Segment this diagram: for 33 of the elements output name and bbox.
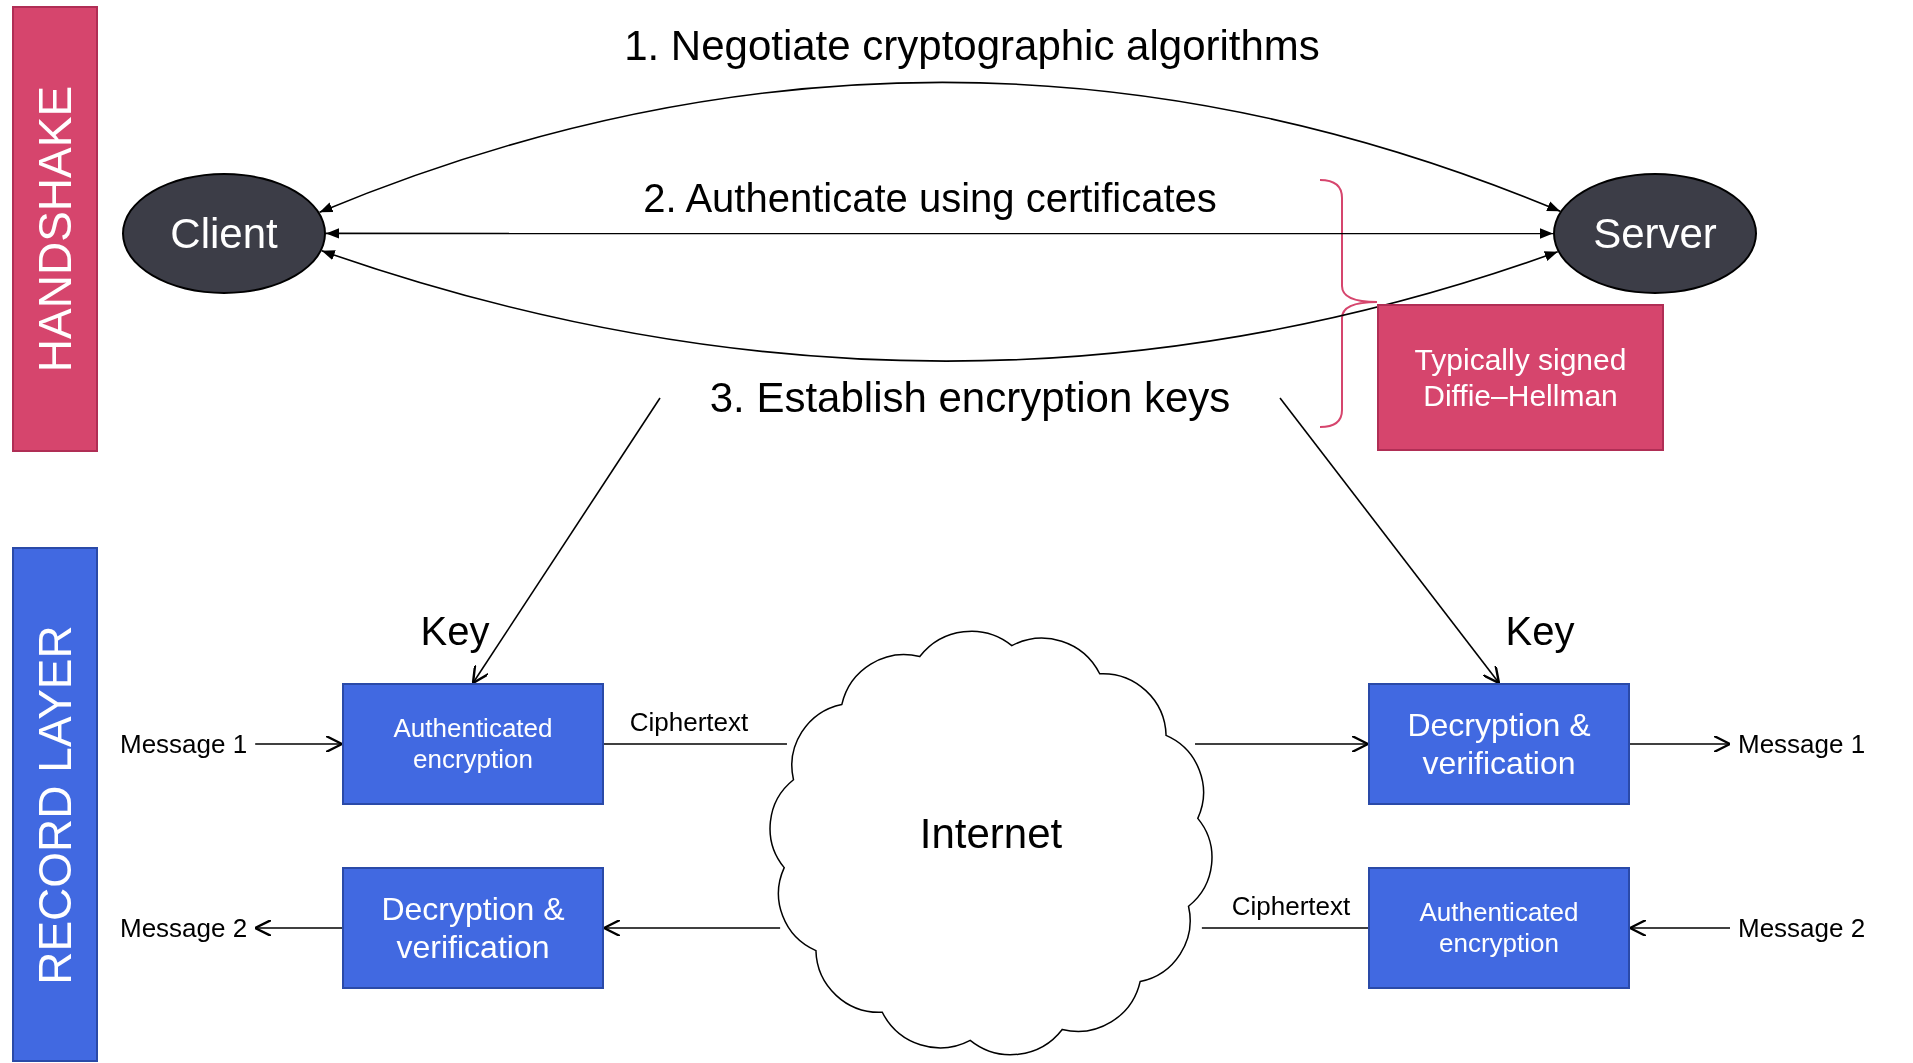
process-label: Authenticated encryption	[392, 712, 554, 776]
section-band	[12, 547, 98, 1062]
process-label: Decryption & verification	[380, 889, 566, 967]
endpoint-label: Client	[170, 209, 278, 258]
key-label: Key	[420, 608, 490, 654]
connector-line	[603, 743, 788, 745]
note-text: Typically signed Diffie–Hellman	[1413, 341, 1628, 414]
cloud-label: Internet	[919, 810, 1063, 859]
process-box	[342, 867, 604, 989]
connector-line	[1201, 927, 1369, 929]
arrow	[1629, 734, 1732, 754]
arrow	[1279, 397, 1501, 685]
process-box	[1368, 683, 1630, 805]
message-label: Message 1	[112, 729, 256, 759]
process-label: Authenticated encryption	[1418, 896, 1580, 960]
endpoint-label: Server	[1593, 209, 1717, 258]
arrow	[1194, 734, 1370, 754]
process-box	[1368, 867, 1630, 989]
arrow	[254, 918, 343, 938]
step-label: 3. Establish encryption keys	[660, 372, 1280, 424]
message-label: Message 2	[112, 913, 256, 943]
process-label: Decryption & verification	[1406, 705, 1592, 783]
arrow	[471, 397, 661, 685]
message-label: Message 2	[1730, 913, 1874, 943]
section-title: HANDSHAKE	[28, 85, 82, 373]
process-box	[342, 683, 604, 805]
message-label: Message 1	[1730, 729, 1874, 759]
note-box	[1377, 304, 1664, 451]
section-band	[12, 6, 98, 452]
section-title: RECORD LAYER	[28, 624, 82, 985]
arrow	[325, 228, 1554, 239]
key-label: Key	[1505, 608, 1575, 654]
arrow	[254, 734, 344, 754]
